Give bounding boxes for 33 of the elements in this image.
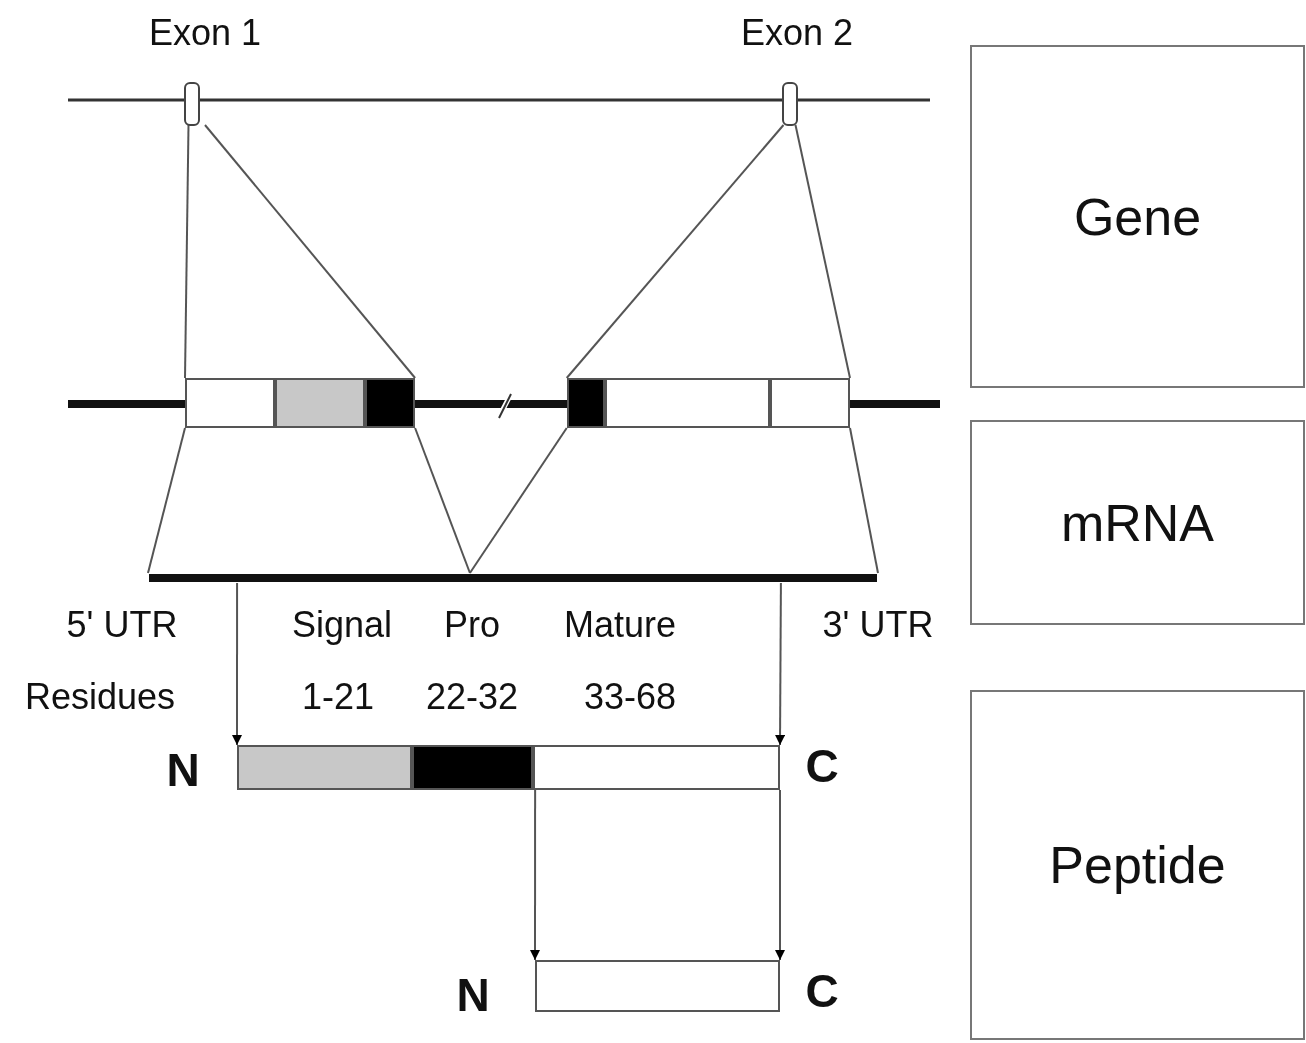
- panel-title: Gene: [1073, 186, 1202, 247]
- projection-line: [468, 427, 568, 574]
- arrow: [530, 789, 540, 961]
- arrow: [775, 789, 785, 961]
- terminus-label: C: [805, 743, 839, 789]
- projection-line: [184, 124, 190, 379]
- terminus-label: N: [166, 747, 200, 793]
- region-label: 3' UTR: [822, 607, 934, 643]
- label-panel: [970, 690, 1305, 1040]
- region-label: 33-68: [583, 679, 677, 715]
- exon-label: Exon 2: [739, 12, 855, 54]
- projection-line: [204, 124, 417, 379]
- projection-line: [414, 427, 471, 574]
- arrow: [232, 582, 242, 746]
- label-panel: [970, 420, 1305, 625]
- region-label: Residues: [24, 679, 176, 715]
- projection-line: [794, 124, 851, 379]
- terminus-label: C: [805, 968, 839, 1014]
- region-label: Pro: [444, 607, 500, 643]
- projection-line: [565, 124, 785, 379]
- label-panel: [970, 45, 1305, 388]
- exon-label: Exon 1: [147, 12, 263, 54]
- region-label: 5' UTR: [66, 607, 178, 643]
- region-label: 1-21: [301, 679, 375, 715]
- panel-title: Peptide: [1049, 835, 1226, 895]
- region-label: Mature: [564, 607, 676, 643]
- arrow: [775, 582, 786, 746]
- terminus-label: N: [456, 972, 490, 1018]
- projection-line: [849, 427, 879, 574]
- region-label: 22-32: [425, 679, 519, 715]
- panel-title: mRNA: [1060, 492, 1215, 553]
- projection-line: [147, 427, 186, 574]
- region-label: Signal: [291, 607, 393, 643]
